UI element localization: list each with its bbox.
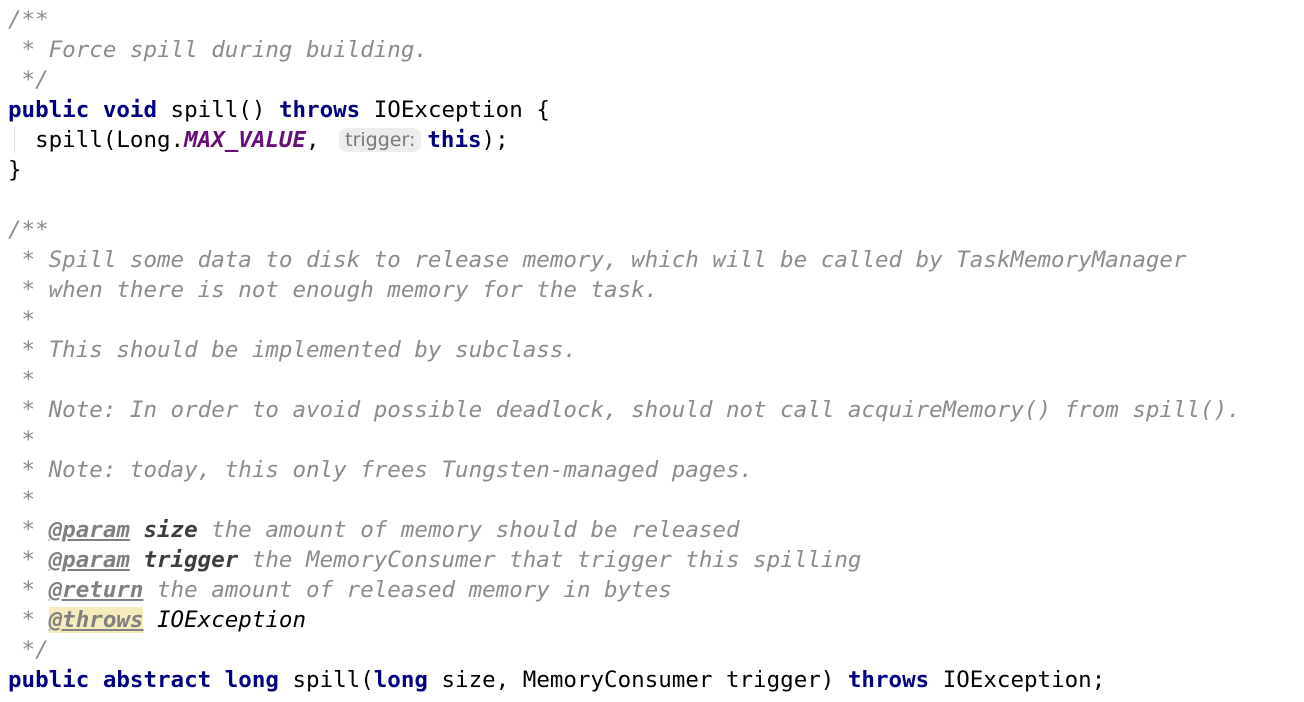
code-line[interactable]: * Note: In order to avoid possible deadl… [8, 395, 1304, 425]
code-line[interactable]: * when there is not enough memory for th… [8, 275, 1304, 305]
code-line[interactable]: * @return the amount of released memory … [8, 575, 1304, 605]
comma: , [306, 127, 320, 153]
doc-comment-text: * [8, 427, 36, 453]
keyword-this: this [427, 127, 482, 153]
keyword-long: long [373, 667, 428, 693]
doc-comment-text: * [8, 307, 36, 333]
doc-param-name: size [143, 517, 198, 543]
code-line[interactable]: spill(Long.MAX_VALUE, trigger:this); [8, 125, 1304, 155]
code-line[interactable]: /** [8, 5, 1304, 35]
keyword-abstract: abstract [102, 667, 212, 693]
inlay-parameter-hint: trigger: [339, 128, 422, 152]
doc-tag-param: @param [48, 517, 130, 543]
call-end: ); [481, 127, 509, 153]
code-line[interactable]: * @param size the amount of memory shoul… [8, 515, 1304, 545]
code-line[interactable]: */ [8, 635, 1304, 665]
doc-comment-text: * Spill some data to disk to release mem… [8, 247, 1187, 273]
doc-comment-star: * [8, 547, 49, 573]
doc-comment-text: * Note: today, this only frees Tungsten-… [8, 457, 754, 483]
doc-comment-close: */ [8, 67, 49, 93]
doc-param-desc: the MemoryConsumer that trigger this spi… [238, 547, 862, 573]
keyword-public: public [8, 97, 90, 123]
doc-comment-text: * when there is not enough memory for th… [8, 277, 659, 303]
doc-param-desc: the amount of memory should be released [197, 517, 740, 543]
doc-comment-text: * Force spill during building. [8, 37, 428, 63]
doc-comment-star: * [8, 517, 49, 543]
method-name: spill() [157, 97, 279, 123]
doc-tag-param: @param [48, 547, 130, 573]
code-line[interactable]: * [8, 485, 1304, 515]
code-line[interactable]: public abstract long spill(long size, Me… [8, 665, 1304, 695]
keyword-long: long [224, 667, 279, 693]
code-line[interactable]: } [8, 155, 1304, 185]
keyword-public: public [8, 667, 90, 693]
doc-tag-throws: @throws [48, 607, 144, 633]
doc-throws-ref: IOException [157, 607, 307, 633]
code-line[interactable]: * @throws IOException [8, 605, 1304, 635]
code-line[interactable]: * [8, 305, 1304, 335]
code-line[interactable]: /** [8, 215, 1304, 245]
doc-return-desc: the amount of released memory in bytes [143, 577, 672, 603]
code-line-empty[interactable] [8, 185, 1304, 215]
keyword-throws: throws [847, 667, 930, 693]
method-call: spill(Long. [8, 127, 185, 153]
code-line[interactable]: * [8, 365, 1304, 395]
code-line[interactable]: * Note: today, this only frees Tungsten-… [8, 455, 1304, 485]
doc-comment-text: * This should be implemented by subclass… [8, 337, 577, 363]
doc-comment-close: */ [8, 637, 49, 663]
doc-comment-star: * [8, 577, 49, 603]
close-brace: } [8, 157, 22, 183]
doc-comment-open: /** [8, 217, 49, 243]
method-name: spill( [278, 667, 374, 693]
method-params: size, MemoryConsumer trigger) [427, 667, 848, 693]
code-line[interactable]: * Spill some data to disk to release mem… [8, 245, 1304, 275]
indent-guide [14, 127, 15, 153]
code-line[interactable]: * @param trigger the MemoryConsumer that… [8, 545, 1304, 575]
code-line[interactable]: * This should be implemented by subclass… [8, 335, 1304, 365]
doc-param-name: trigger [143, 547, 239, 573]
code-line[interactable]: public void spill() throws IOException { [8, 95, 1304, 125]
constant-max-value: MAX_VALUE [184, 127, 307, 153]
doc-comment-text: * [8, 487, 36, 513]
doc-comment-text: * Note: In order to avoid possible deadl… [8, 397, 1241, 423]
keyword-throws: throws [278, 97, 361, 123]
doc-comment-star: * [8, 607, 49, 633]
doc-tag-return: @return [48, 577, 144, 603]
code-line[interactable]: * Force spill during building. [8, 35, 1304, 65]
code-line[interactable]: * [8, 425, 1304, 455]
keyword-void: void [102, 97, 158, 123]
doc-comment-text: * [8, 367, 36, 393]
exception-type: IOException; [929, 667, 1106, 693]
doc-comment-open: /** [8, 7, 49, 33]
code-line[interactable]: */ [8, 65, 1304, 95]
exception-type: IOException { [360, 97, 550, 123]
